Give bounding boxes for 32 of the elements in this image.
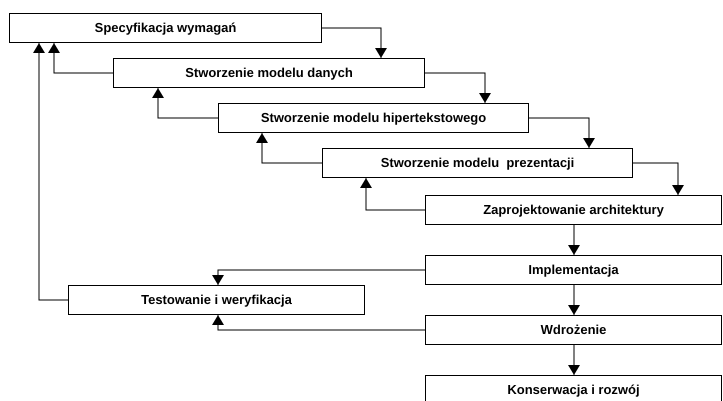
arrow [212,270,426,286]
arrow [568,284,580,316]
arrow [152,88,218,118]
box-label: Testowanie i weryfikacja [141,291,292,310]
box-label: Specyfikacja wymagań [94,19,236,38]
arrow [360,178,426,210]
arrow [212,314,426,330]
arrow [48,42,114,74]
box-label: Stworzenie modelu danych [185,64,353,82]
process-box [425,195,722,225]
process-box [322,148,633,178]
process-box [68,285,365,315]
box-label: Stworzenie modelu prezentacji [380,154,574,172]
process-box [425,315,722,345]
arrow [528,118,595,148]
arrow [424,72,491,104]
arrow [33,42,68,300]
process-box [9,13,322,43]
box-label: Konserwacja i rozwój [507,381,640,400]
box-label: Stworzenie modelu hipertekstowego [260,109,486,128]
arrow [632,162,684,196]
arrow [568,224,580,256]
box-label: Zaprojektowanie architektury [483,201,664,220]
process-box [218,103,529,133]
arrow [256,132,322,164]
box-label: Wdrożenie [540,321,606,340]
process-box [425,375,722,401]
process-box [425,255,722,285]
arrow [322,28,387,58]
arrow [568,344,580,376]
box-label: Implementacja [528,261,619,280]
process-box [113,58,425,88]
